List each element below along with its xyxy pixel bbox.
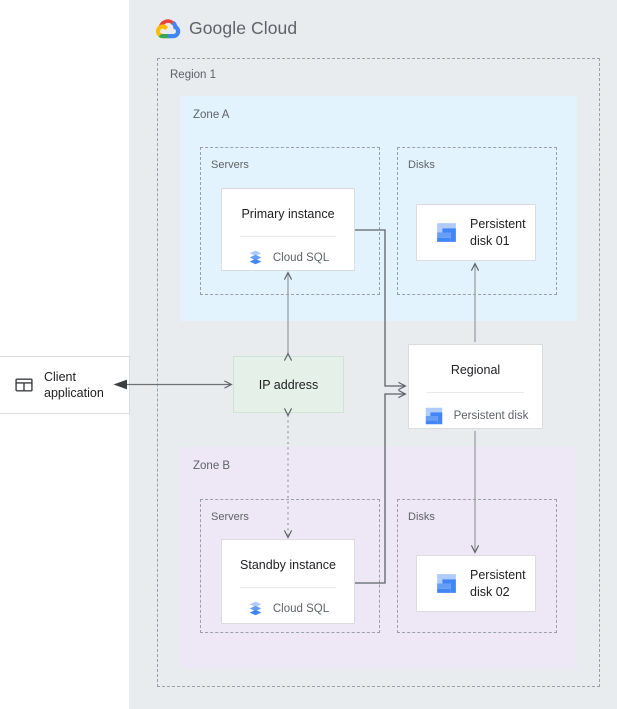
- left-margin-strip: [0, 0, 129, 709]
- zone-a-disks-group: Disks: [397, 147, 557, 295]
- persistent-disk-01-label: Persistent disk 01: [470, 216, 526, 249]
- primary-instance-title: Primary instance: [241, 207, 335, 221]
- regional-persistent-disk-card[interactable]: Regional Persistent disk: [408, 344, 543, 429]
- disk-02-line1: Persistent: [470, 567, 526, 582]
- cloud-sql-icon: [249, 601, 262, 616]
- zone-b-label: Zone B: [193, 460, 231, 472]
- persistent-disk-icon: [437, 574, 456, 593]
- persistent-disk-icon: [425, 407, 442, 425]
- persistent-disk-icon: [437, 223, 456, 242]
- client-application-label: Client application: [44, 369, 104, 402]
- primary-instance-service: Cloud SQL: [222, 237, 354, 266]
- zone-b-disks-label: Disks: [408, 511, 435, 523]
- persistent-disk-02-label: Persistent disk 02: [470, 567, 526, 600]
- google-cloud-logo-icon: [155, 19, 181, 39]
- card-divider: [240, 587, 336, 588]
- google-cloud-logo: Google Cloud: [155, 16, 297, 40]
- logo-word-cloud: Cloud: [251, 17, 298, 38]
- region-container: Region 1: [157, 58, 600, 687]
- regional-disk-service: Persistent disk: [409, 393, 542, 427]
- ip-address-label: IP address: [258, 377, 319, 392]
- standby-instance-title: Standby instance: [240, 558, 336, 572]
- zone-b-servers-label: Servers: [211, 511, 249, 523]
- client-line1: Client: [44, 369, 76, 384]
- logo-word-google: Google: [189, 17, 247, 38]
- browser-window-icon: [15, 378, 33, 392]
- client-line2: application: [44, 386, 104, 400]
- standby-instance-service: Cloud SQL: [222, 588, 354, 617]
- standby-instance-card[interactable]: Standby instance Cloud SQL: [221, 539, 355, 624]
- disk-01-line1: Persistent: [470, 216, 526, 231]
- region-label: Region 1: [170, 69, 217, 81]
- client-application-box[interactable]: Client application: [0, 356, 130, 414]
- persistent-disk-01-card[interactable]: Persistent disk 01: [416, 204, 536, 261]
- zone-a-disks-label: Disks: [408, 159, 435, 171]
- card-divider: [427, 392, 524, 393]
- standby-instance-service-label: Cloud SQL: [272, 602, 330, 615]
- cloud-sql-icon: [249, 250, 262, 265]
- disk-01-line2: disk 01: [470, 233, 510, 248]
- regional-disk-service-label: Persistent disk: [453, 410, 529, 422]
- primary-instance-card[interactable]: Primary instance Cloud SQL: [221, 188, 355, 271]
- regional-disk-title: Regional: [450, 363, 501, 377]
- zone-a-label: Zone A: [193, 109, 230, 121]
- persistent-disk-02-card[interactable]: Persistent disk 02: [416, 555, 536, 612]
- disk-02-line2: disk 02: [470, 584, 510, 599]
- google-cloud-logo-text: Google Cloud: [189, 18, 297, 39]
- zone-a-servers-label: Servers: [211, 159, 249, 171]
- ip-address-box[interactable]: IP address: [233, 356, 344, 413]
- primary-instance-service-label: Cloud SQL: [272, 251, 330, 264]
- card-divider: [240, 236, 336, 237]
